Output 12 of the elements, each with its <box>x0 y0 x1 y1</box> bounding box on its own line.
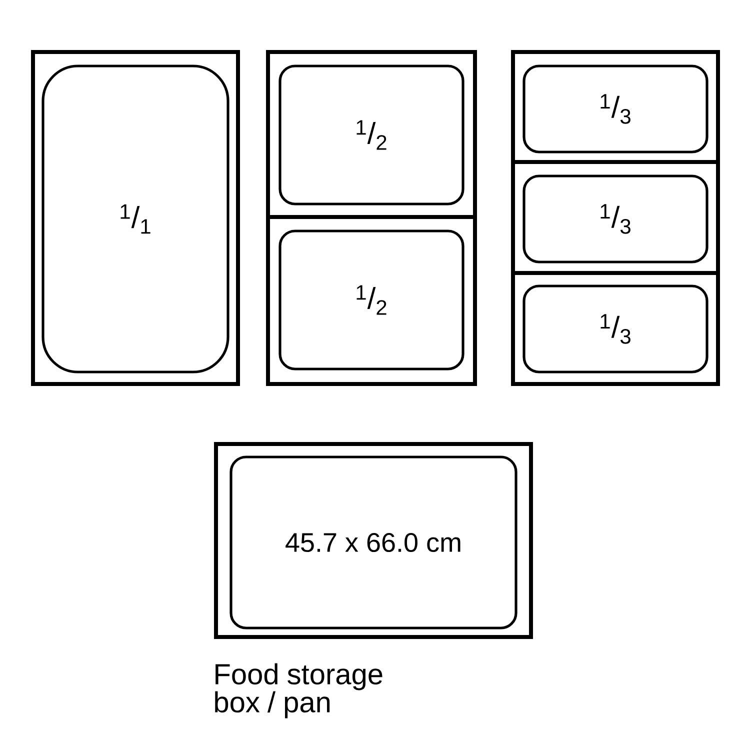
gastronorm-frame <box>266 50 477 386</box>
gastronorm-frame <box>511 50 720 386</box>
pan: $^{1}$/$_{3}$ <box>522 284 708 374</box>
caption: Food storage box / pan <box>215 663 382 718</box>
pan: $^{1}$/$_{3}$ <box>522 174 708 264</box>
pan: $^{1}$/$_{1}$ <box>42 64 230 374</box>
gastronorm-frame <box>214 442 533 639</box>
pan: 45.7 x 66.0 cm <box>230 456 518 630</box>
pan: $^{1}$/$_{2}$ <box>278 64 464 206</box>
gastronorm-frame <box>31 50 240 386</box>
pan: $^{1}$/$_{3}$ <box>522 64 708 154</box>
pan: $^{1}$/$_{2}$ <box>278 230 464 370</box>
